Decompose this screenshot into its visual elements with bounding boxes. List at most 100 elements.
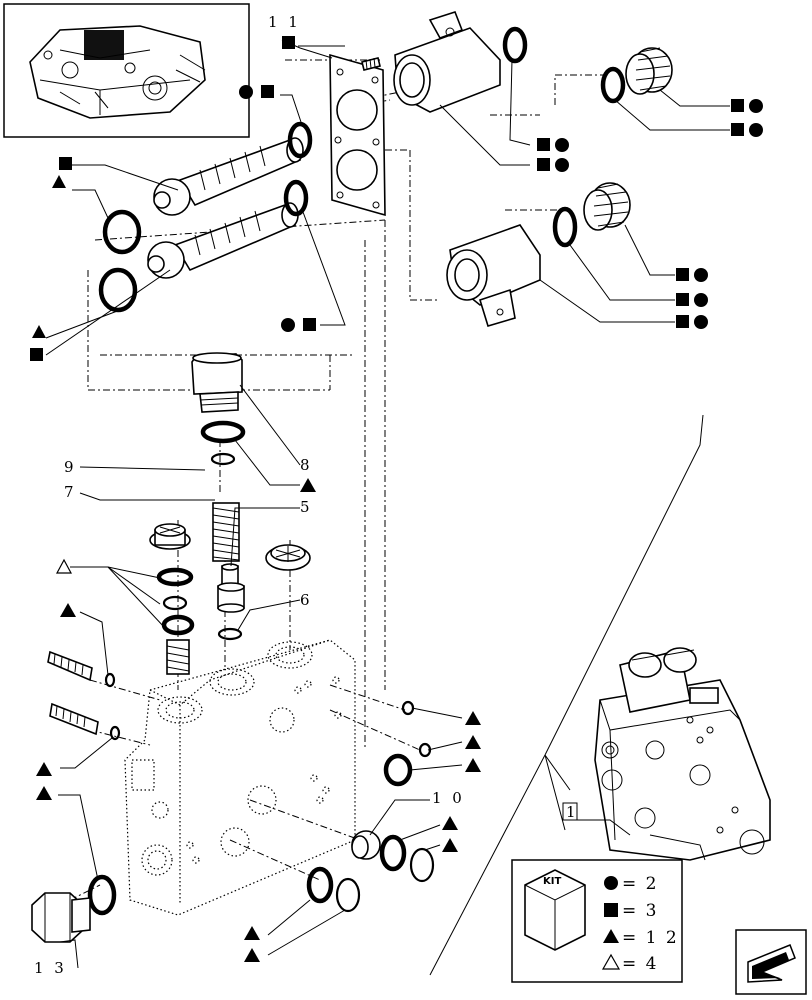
- square-symbol: [282, 36, 295, 49]
- o-ring: [552, 206, 578, 248]
- knurled-nut-upper: [625, 47, 673, 95]
- o-ring: [98, 267, 138, 313]
- circle-symbol: [694, 315, 708, 329]
- valve-part-5: [217, 563, 245, 613]
- square-symbol: [676, 293, 689, 306]
- kit-symbols: [30, 36, 763, 962]
- o-ring: [401, 700, 415, 716]
- screw-fitting-upper: [47, 650, 93, 682]
- legend-triangle-text: = 1 2: [622, 928, 679, 948]
- square-symbol: [537, 158, 550, 171]
- square-symbol: [537, 138, 550, 151]
- kit-legend: KIT = 2 = 3 = 1 2 = 4: [511, 859, 683, 983]
- o-ring: [383, 753, 413, 787]
- triangle-symbol: [52, 175, 66, 188]
- circle-symbol: [694, 268, 708, 282]
- label-1: 1: [566, 803, 579, 821]
- screw-fitting-lower: [49, 702, 99, 736]
- label-13: 1 3: [34, 959, 67, 977]
- location-thumbnail: [3, 3, 250, 138]
- legend-square-symbol: [604, 903, 618, 917]
- o-ring: [102, 209, 142, 255]
- square-symbol: [731, 99, 744, 112]
- square-symbol: [731, 123, 744, 136]
- triangle-symbol: [36, 786, 52, 800]
- legend-triangle-symbol: [603, 929, 619, 943]
- kit-label: KIT: [543, 876, 561, 887]
- assembled-valve-view: [594, 647, 771, 861]
- knurled-nut-lower: [583, 182, 631, 231]
- solenoid-coil-upper: [393, 11, 501, 113]
- circle-symbol: [749, 99, 763, 113]
- plug-part-13: [31, 892, 91, 943]
- square-symbol: [676, 268, 689, 281]
- o-ring: [104, 672, 116, 688]
- square-symbol: [30, 348, 43, 361]
- plug-part-8: [191, 352, 243, 413]
- o-ring: [200, 420, 246, 444]
- circle-symbol: [281, 318, 295, 332]
- label-5: 5: [300, 498, 313, 516]
- part-labels: 1 1 9 7 8 5 6 1 0 1 3 1: [34, 13, 579, 977]
- legend-triangle-outline-symbol: [601, 953, 621, 970]
- label-9: 9: [64, 458, 77, 476]
- gasket-plate: [329, 53, 386, 217]
- legend-circle-symbol: [604, 876, 618, 890]
- square-symbol: [303, 318, 316, 331]
- triangle-symbol: [244, 948, 260, 962]
- triangle-symbol: [465, 758, 481, 772]
- kit-box-icon: KIT: [524, 869, 586, 951]
- triangle-symbol: [465, 711, 481, 725]
- legend-circle-text: = 2: [622, 874, 658, 894]
- triangle-symbol: [32, 325, 46, 338]
- plug-part-10: [351, 830, 381, 860]
- o-ring: [109, 725, 121, 741]
- triangle-outline-symbol: [55, 558, 73, 574]
- legend-square-text: = 3: [622, 901, 658, 921]
- o-ring: [162, 595, 188, 611]
- o-ring: [283, 179, 309, 217]
- o-ring: [306, 866, 334, 904]
- label-8: 8: [300, 456, 313, 474]
- check-valve-cap-left: [149, 523, 191, 550]
- triangle-symbol: [244, 926, 260, 940]
- square-symbol: [59, 157, 72, 170]
- square-symbol: [261, 85, 274, 98]
- o-ring: [335, 877, 361, 913]
- o-ring: [87, 874, 117, 916]
- o-ring: [161, 614, 195, 636]
- circle-symbol: [694, 293, 708, 307]
- triangle-symbol: [442, 816, 458, 830]
- label-6: 6: [300, 591, 313, 609]
- spool-lower: [147, 202, 299, 279]
- square-symbol: [676, 315, 689, 328]
- o-rings: [87, 26, 626, 916]
- label-11: 1 1: [268, 13, 301, 31]
- screw: [361, 57, 381, 71]
- circle-symbol: [239, 85, 253, 99]
- check-valve-cap-right: [265, 544, 311, 571]
- label-7: 7: [64, 483, 77, 501]
- o-ring: [156, 567, 194, 587]
- triangle-symbol: [442, 838, 458, 852]
- o-ring: [600, 66, 626, 104]
- circle-symbol: [555, 138, 569, 152]
- label-10: 1 0: [432, 789, 465, 807]
- legend-triangle-outline-text: = 4: [622, 954, 658, 974]
- solenoid-coil-lower: [446, 224, 541, 327]
- circle-symbol: [555, 158, 569, 172]
- o-ring: [502, 26, 528, 64]
- o-ring: [409, 847, 435, 883]
- triangle-symbol: [300, 478, 316, 492]
- triangle-symbol: [36, 762, 52, 776]
- triangle-symbol: [465, 735, 481, 749]
- spool-upper: [153, 137, 304, 216]
- label-1-box: [562, 802, 578, 821]
- valve-body: [124, 639, 356, 916]
- valve-spring-small: [166, 639, 190, 675]
- circle-symbol: [749, 123, 763, 137]
- o-ring: [217, 627, 243, 641]
- triangle-symbol: [60, 603, 76, 617]
- navigation-arrow-icon[interactable]: [735, 929, 807, 995]
